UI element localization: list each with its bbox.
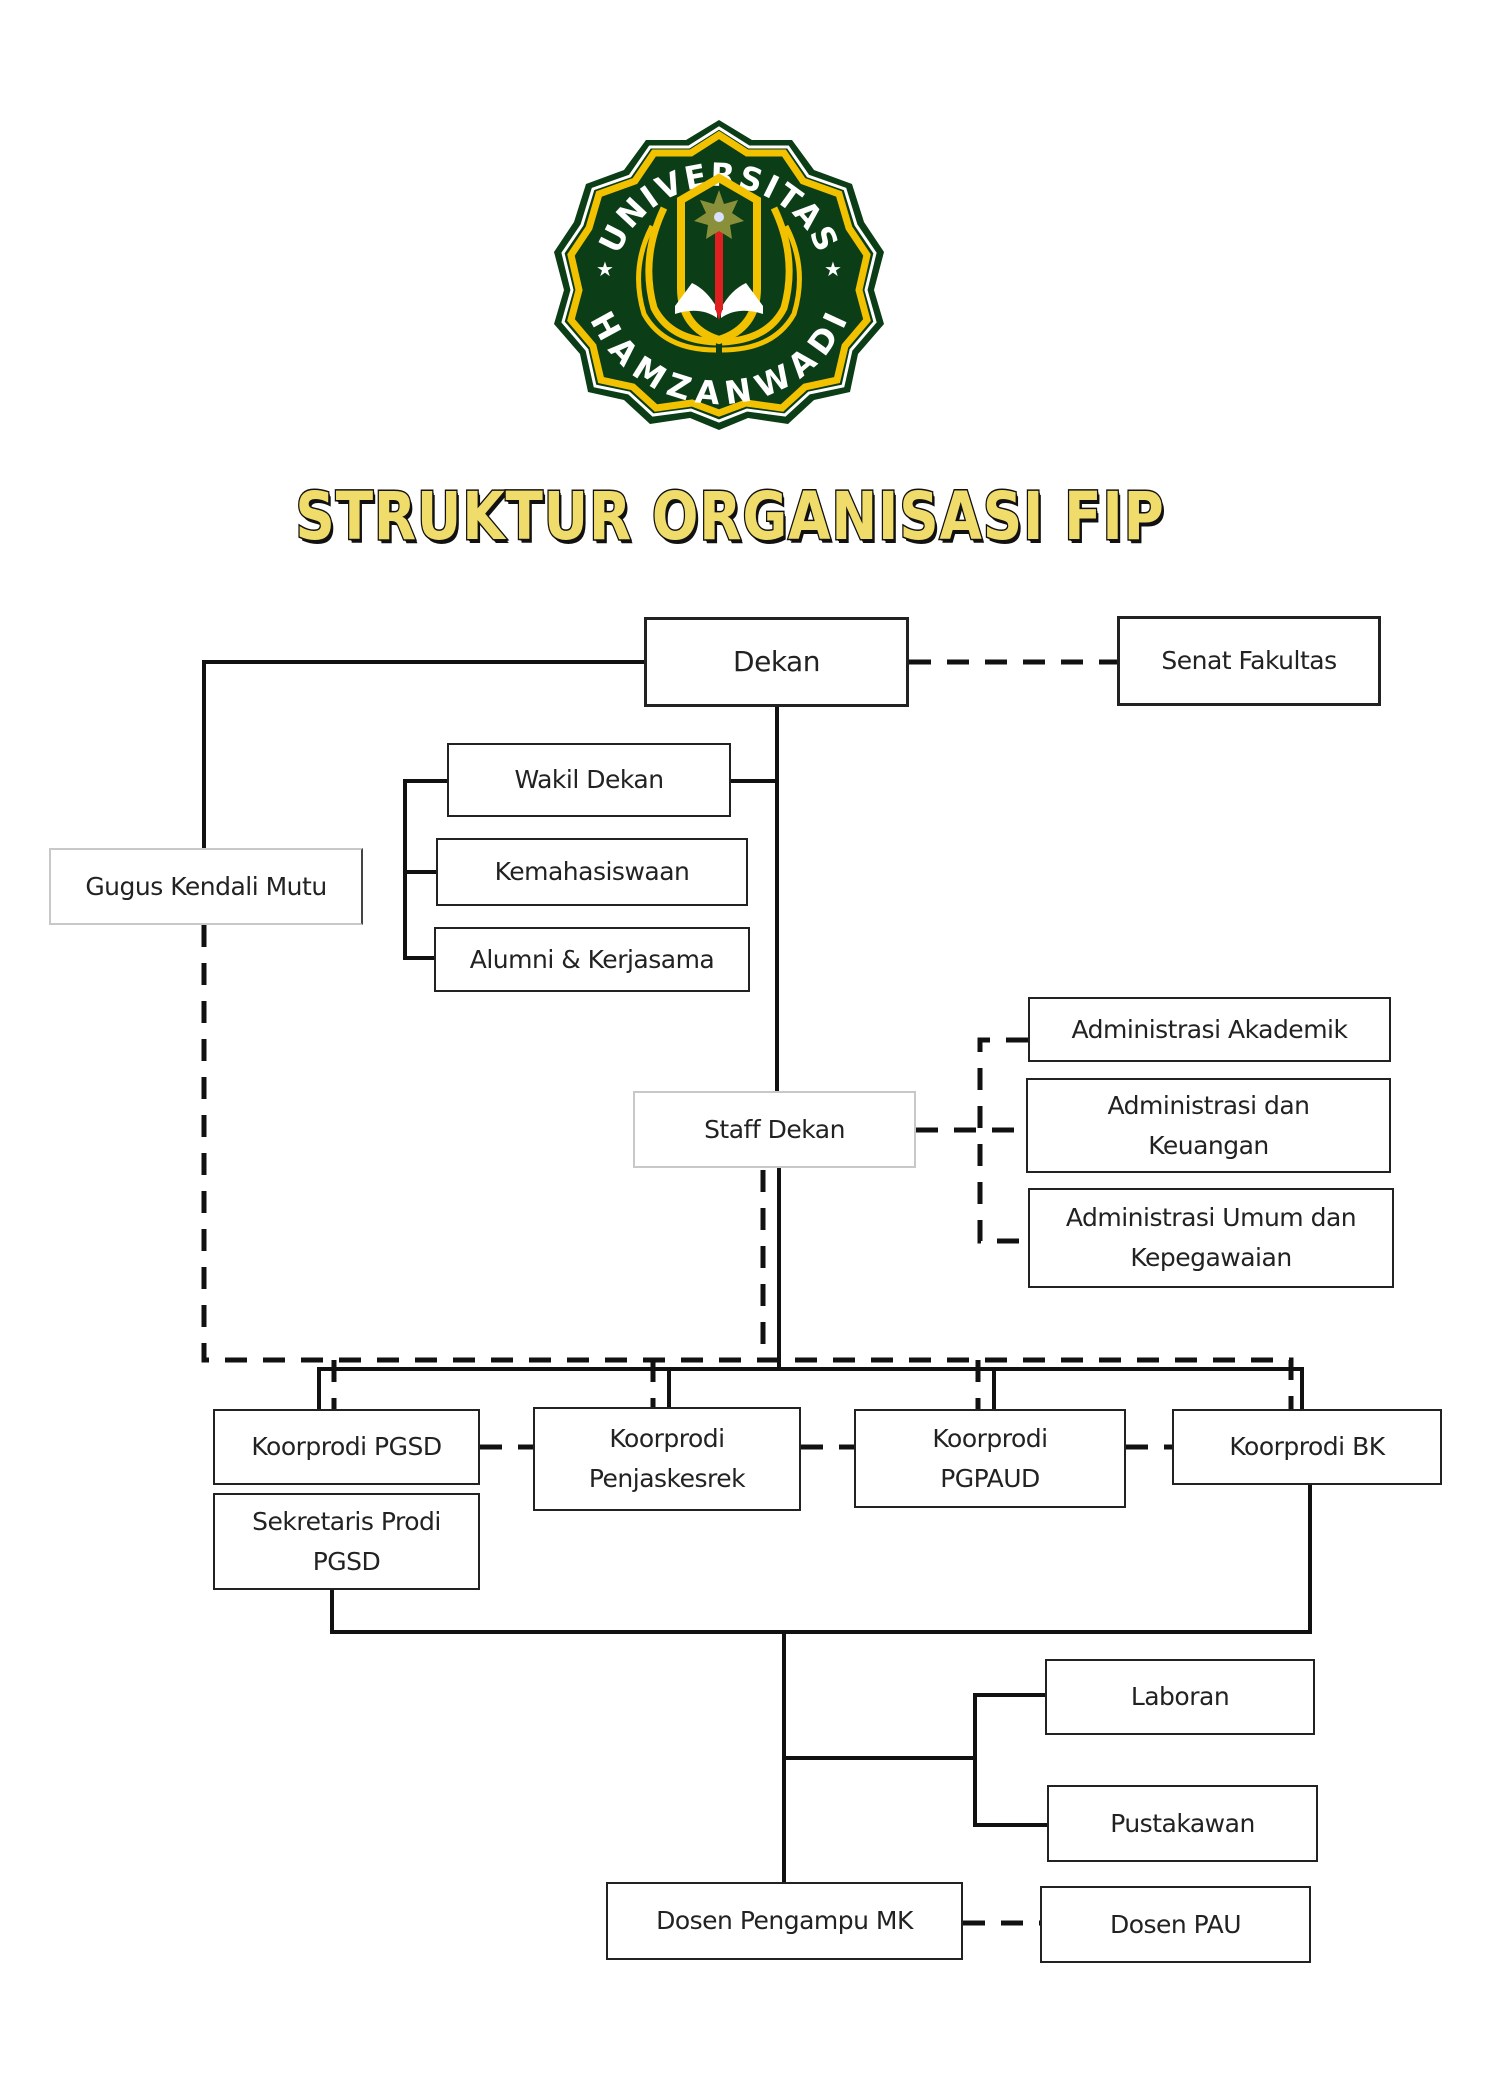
box-dosen-pau[interactable]: Dosen PAU (1040, 1886, 1311, 1963)
label-kemahasiswaan: Kemahasiswaan (494, 857, 690, 886)
label-senat-fakultas: Senat Fakultas (1161, 646, 1337, 675)
logo-pen-nib (715, 308, 723, 320)
box-staff-dekan[interactable]: Staff Dekan (633, 1091, 916, 1168)
box-admin-akademik[interactable]: Administrasi Akademik (1028, 997, 1391, 1062)
box-koorprodi-pgsd[interactable]: Koorprodi PGSD (213, 1409, 480, 1485)
box-koorprodi-pgpaud[interactable]: Koorprodi PGPAUD (854, 1409, 1126, 1508)
label-koorprodi-bk: Koorprodi BK (1229, 1432, 1385, 1461)
label-gugus-kendali-mutu: Gugus Kendali Mutu (85, 871, 327, 901)
logo-star-left-icon: ★ (596, 257, 614, 281)
label-dosen-pau: Dosen PAU (1109, 1909, 1242, 1939)
logo-book-icon (675, 283, 763, 318)
box-admin-umum[interactable]: Administrasi Umum dan Kepegawaian (1028, 1188, 1394, 1288)
logo-star-right-icon: ★ (824, 257, 842, 281)
label-admin-keuangan: Administrasi dan Keuangan (1107, 1090, 1311, 1160)
label-alumni-kerjasama: Alumni & Kerjasama (469, 944, 715, 974)
university-logo: UNIVERSITAS HAMZANWADI ★ ★ (554, 120, 884, 430)
box-laboran[interactable]: Laboran (1045, 1659, 1315, 1735)
box-sekretaris-pgsd[interactable]: Sekretaris Prodi PGSD (213, 1493, 480, 1590)
box-admin-keuangan[interactable]: Administrasi dan Keuangan (1026, 1078, 1391, 1173)
line-dekan-gugus (202, 660, 644, 848)
line-koorprodi-bus (317, 1367, 1304, 1409)
box-kemahasiswaan[interactable]: Kemahasiswaan (436, 838, 748, 906)
box-senat-fakultas[interactable]: Senat Fakultas (1117, 616, 1381, 706)
label-koorprodi-pgpaud: Koorprodi PGPAUD (932, 1423, 1048, 1493)
label-admin-akademik: Administrasi Akademik (1071, 1014, 1348, 1044)
page-title: STRUKTUR ORGANISASI FIP (294, 477, 1165, 557)
label-staff-dekan: Staff Dekan (704, 1114, 845, 1144)
box-dosen-pengampu-mk[interactable]: Dosen Pengampu MK (606, 1882, 963, 1960)
box-koorprodi-penjaskesrek[interactable]: Koorprodi Penjaskesrek (533, 1407, 801, 1511)
label-pustakawan: Pustakawan (1110, 1808, 1255, 1838)
box-koorprodi-bk[interactable]: Koorprodi BK (1172, 1409, 1442, 1485)
logo-pen-icon (715, 228, 723, 310)
box-gugus-kendali-mutu[interactable]: Gugus Kendali Mutu (49, 848, 363, 925)
label-dosen-pengampu-mk: Dosen Pengampu MK (656, 1906, 913, 1935)
label-laboran: Laboran (1130, 1682, 1230, 1711)
logo-star-emblem-icon (694, 190, 744, 239)
label-koorprodi-penjaskesrek: Koorprodi Penjaskesrek (588, 1424, 746, 1493)
line-bottom-bus (330, 1485, 1312, 1634)
box-pustakawan[interactable]: Pustakawan (1047, 1785, 1318, 1862)
box-dekan[interactable]: Dekan (644, 617, 909, 707)
label-koorprodi-pgsd: Koorprodi PGSD (251, 1432, 442, 1461)
label-wakil-dekan: Wakil Dekan (514, 765, 664, 794)
label-dekan: Dekan (733, 645, 820, 678)
box-wakil-dekan[interactable]: Wakil Dekan (447, 743, 731, 817)
line-support-bracket (973, 1693, 1047, 1827)
box-alumni-kerjasama[interactable]: Alumni & Kerjasama (434, 927, 750, 992)
dash-admin-bracket (977, 1037, 1028, 1244)
label-sekretaris-pgsd: Sekretaris Prodi PGSD (252, 1506, 441, 1576)
label-admin-umum: Administrasi Umum dan Kepegawaian (1065, 1203, 1357, 1272)
line-wakil-bracket (403, 779, 447, 960)
